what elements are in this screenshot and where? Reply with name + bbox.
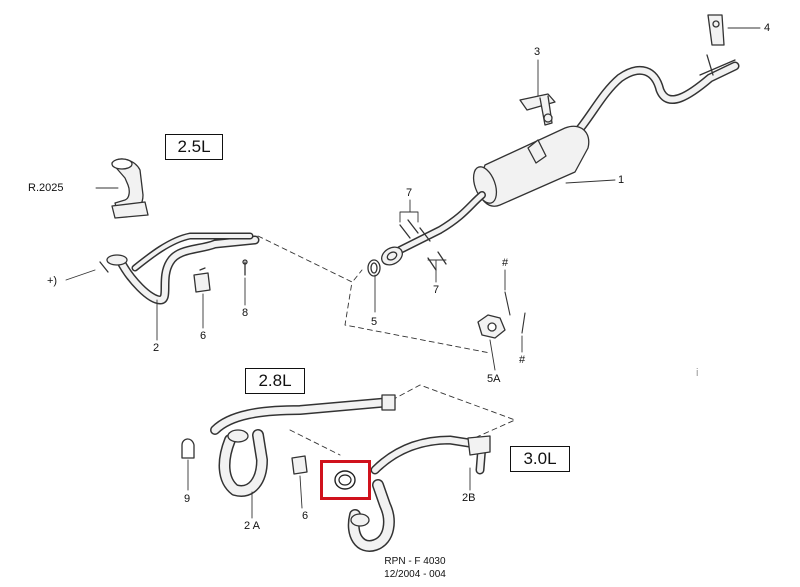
clamp-25 xyxy=(193,267,211,293)
callout-1: 1 xyxy=(618,174,625,186)
hanger-bracket xyxy=(519,93,556,126)
bolt-8 xyxy=(242,259,248,276)
callout-7-lower: 7 xyxy=(433,284,440,296)
callout-4: 4 xyxy=(764,22,771,34)
callout-2: 2 xyxy=(153,342,160,354)
studs xyxy=(399,219,447,271)
leader-lines xyxy=(65,27,761,519)
callout-2b: 2B xyxy=(462,492,476,504)
downpipe-28 xyxy=(210,394,396,497)
clamp-9 xyxy=(181,438,195,459)
engine-box-28l: 2.8L xyxy=(245,368,305,394)
footer: RPN - F 4030 12/2004 - 004 xyxy=(370,556,460,580)
callout-5: 5 xyxy=(371,316,378,328)
callout-3: 3 xyxy=(534,46,541,58)
highlighted-part-box[interactable] xyxy=(320,460,371,500)
callout-7-upper: 7 xyxy=(406,187,413,199)
callout-hash-lower: # xyxy=(519,354,526,366)
engine-label-30l: 3.0L xyxy=(523,449,557,468)
callout-hash-upper: # xyxy=(502,257,509,269)
flange xyxy=(477,291,526,339)
engine-box-25l: 2.5L xyxy=(165,134,223,160)
intermediate-pipe xyxy=(381,191,486,266)
clamp-28 xyxy=(291,455,308,475)
callout-6-upper: 6 xyxy=(200,330,207,342)
engine-label-28l: 2.8L xyxy=(258,371,292,390)
hanger-bracket-top xyxy=(707,14,725,46)
elbow-r2025 xyxy=(111,158,149,219)
callout-2a: 2 A xyxy=(244,520,260,532)
callout-8: 8 xyxy=(242,307,249,319)
gasket xyxy=(367,259,381,277)
callout-9: 9 xyxy=(184,493,191,505)
callout-5a: 5A xyxy=(487,373,501,385)
downpipe-25 xyxy=(99,232,260,305)
footer-rpn: RPN - F 4030 xyxy=(384,556,446,567)
downpipe-30 xyxy=(347,435,491,552)
highlighted-gasket-icon xyxy=(334,470,356,490)
callout-plus: +) xyxy=(47,275,58,287)
callout-dot: i xyxy=(696,367,699,379)
callout-6-lower: 6 xyxy=(302,510,309,522)
dashed-routing-lines xyxy=(257,235,516,456)
engine-box-30l: 3.0L xyxy=(510,446,570,472)
tail-pipe xyxy=(565,54,740,145)
engine-label-25l: 2.5L xyxy=(177,137,211,156)
muffler xyxy=(472,125,590,207)
footer-date: 12/2004 - 004 xyxy=(384,569,446,580)
callout-ref-r2025: R.2025 xyxy=(28,182,64,194)
